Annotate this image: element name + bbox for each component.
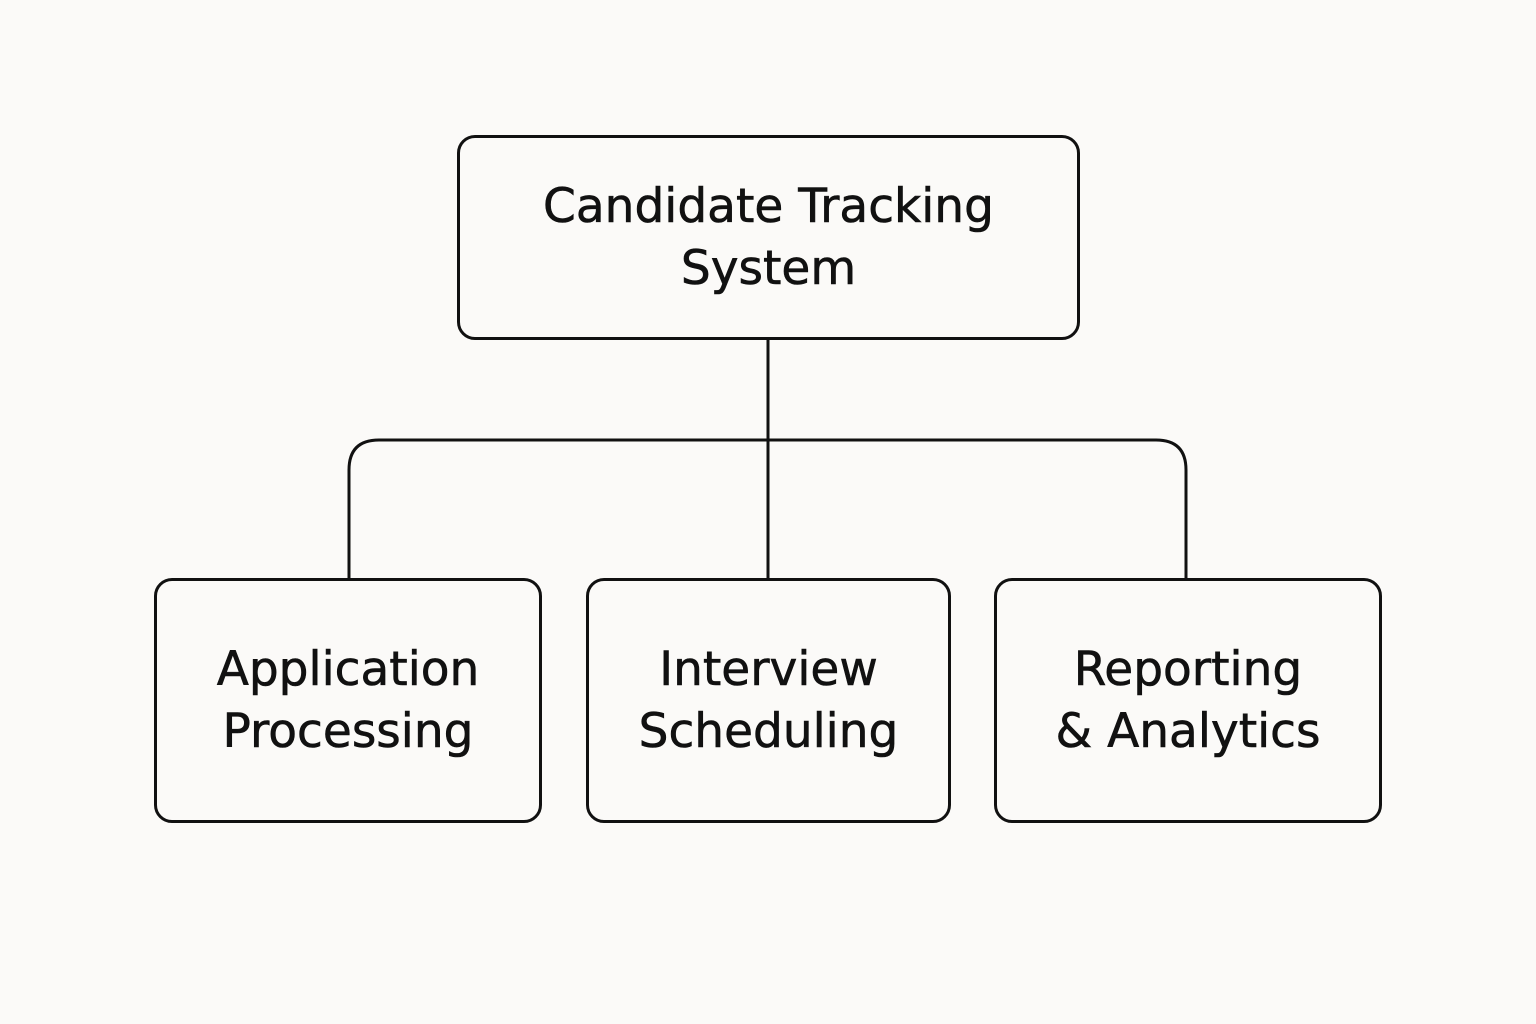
child-node-label: Application Processing (216, 641, 480, 759)
child-node-interview-scheduling: Interview Scheduling (586, 578, 951, 823)
root-node-label: Candidate Tracking System (543, 178, 994, 296)
root-node: Candidate Tracking System (457, 135, 1080, 340)
child-node-label: Interview Scheduling (638, 641, 899, 759)
child-node-reporting-analytics: Reporting & Analytics (994, 578, 1382, 823)
child-node-application-processing: Application Processing (154, 578, 542, 823)
child-node-label: Reporting & Analytics (1055, 641, 1321, 759)
branch-connector (347, 438, 1188, 578)
